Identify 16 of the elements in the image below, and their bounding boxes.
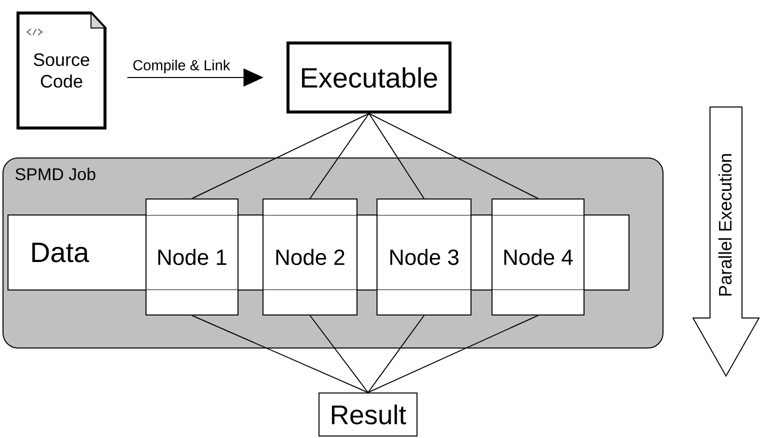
node-box: Node 1	[146, 198, 238, 316]
connector-line	[368, 113, 538, 199]
connector-line	[368, 315, 538, 393]
result-box: Result	[318, 392, 418, 436]
connector-line	[192, 113, 370, 199]
connector-line	[310, 113, 370, 199]
node-box: Node 4	[492, 198, 584, 316]
edge-label: Compile & Link	[131, 58, 232, 75]
connector-line	[310, 315, 368, 393]
node-box: Node 3	[376, 198, 472, 316]
node-box: Node 2	[262, 198, 358, 316]
process-box: Executable	[286, 42, 452, 114]
connector-line	[368, 315, 424, 393]
connector-line	[192, 315, 368, 393]
connector-line	[368, 113, 424, 199]
document-box: Source Code	[16, 12, 106, 130]
